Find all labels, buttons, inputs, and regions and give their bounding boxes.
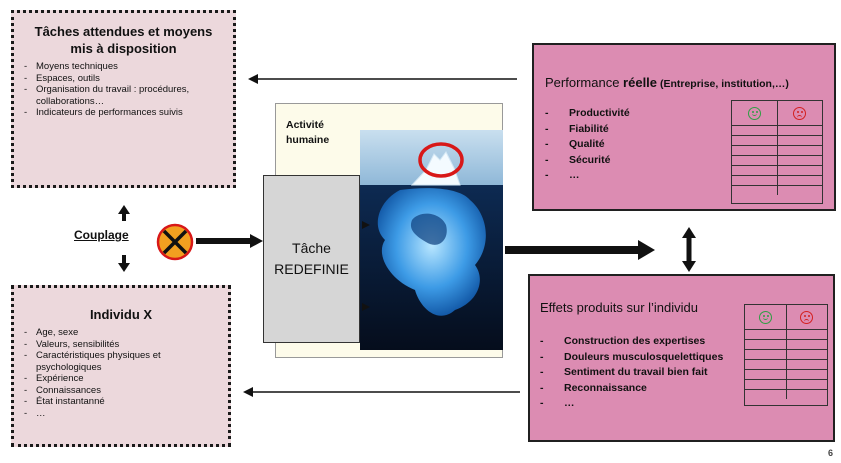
list-item: Connaissances — [24, 385, 218, 397]
list-item: Productivité — [545, 106, 725, 122]
list-item: Sécurité — [545, 153, 725, 169]
feedback-arrowhead-bottom — [243, 387, 253, 397]
effects-list: Construction des expertises Douleurs mus… — [540, 334, 755, 412]
smiley-sad-icon — [793, 106, 807, 120]
individual-box: Individu X Age, sexe Valeurs, sensibilit… — [11, 285, 231, 447]
list-item: Reconnaissance — [540, 381, 755, 397]
redefined-task-label: Tâche REDEFINIE — [274, 240, 349, 277]
individual-list: Age, sexe Valeurs, sensibilités Caractér… — [24, 327, 218, 419]
list-item: Sentiment du travail bien fait — [540, 365, 755, 381]
smiley-happy-icon — [747, 106, 761, 120]
expected-tasks-list: Moyens techniques Espaces, outils Organi… — [24, 61, 223, 119]
page-number: 6 — [828, 448, 834, 458]
list-item: Construction des expertises — [540, 334, 755, 350]
list-item: … — [545, 168, 725, 184]
performance-title: Performance réelle (Entreprise, institut… — [545, 75, 789, 90]
performance-list: Productivité Fiabilité Qualité Sécurité … — [545, 106, 725, 184]
activity-label: Activité humaine — [286, 119, 330, 146]
individual-title: Individu X — [89, 307, 153, 322]
iceberg-tip-highlight — [418, 142, 464, 178]
list-item: État instantanné — [24, 396, 218, 408]
x-mark-circle-icon — [156, 223, 194, 261]
list-item: Valeurs, sensibilités — [24, 339, 218, 351]
iceberg-image — [360, 130, 503, 350]
performance-rating-table — [731, 100, 823, 204]
list-item: Espaces, outils — [24, 73, 223, 85]
list-item: Qualité — [545, 137, 725, 153]
smiley-sad-icon — [800, 310, 814, 324]
task-iceberg-arrows — [362, 221, 370, 311]
performance-box: Performance réelle (Entreprise, institut… — [532, 43, 836, 211]
list-item: Fiabilité — [545, 122, 725, 138]
output-arrowhead — [638, 240, 655, 260]
expected-tasks-box: Tâches attendues et moyens mis à disposi… — [11, 10, 236, 188]
list-item: Age, sexe — [24, 327, 218, 339]
effects-title: Effets produits sur l’individu — [540, 300, 699, 315]
coupling-label: Couplage — [74, 228, 129, 242]
redefined-task-box: Tâche REDEFINIE — [263, 175, 360, 343]
coupling-arrow-up — [118, 205, 130, 214]
list-item: Organisation du travail : procédures, co… — [24, 84, 223, 107]
list-item: Moyens techniques — [24, 61, 223, 73]
list-item: Caractéristiques physiques et psychologi… — [24, 350, 218, 373]
effects-rating-table — [744, 304, 828, 406]
coupling-arrow-down — [118, 263, 130, 272]
list-item: … — [24, 408, 218, 420]
feedback-arrowhead-top — [248, 74, 258, 84]
right-arrow-up — [682, 227, 696, 238]
list-item: Indicateurs de performances suivis — [24, 107, 223, 119]
list-item: … — [540, 396, 755, 412]
coupling-to-task-arrowhead — [250, 234, 263, 248]
expected-tasks-title: Tâches attendues et moyens mis à disposi… — [34, 24, 213, 56]
list-item: Douleurs musculosquelettiques — [540, 350, 755, 366]
effects-box: Effets produits sur l’individu Construct… — [528, 274, 835, 442]
right-arrow-down — [682, 261, 696, 272]
smiley-happy-icon — [758, 310, 772, 324]
list-item: Expérience — [24, 373, 218, 385]
